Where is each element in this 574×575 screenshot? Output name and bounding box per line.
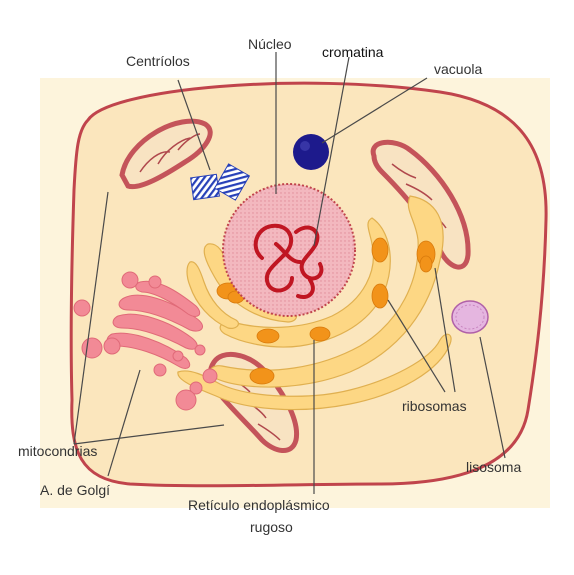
label-cromatina: cromatina <box>322 44 384 60</box>
label-mitocondrias: mitocondrias <box>18 443 97 459</box>
label-nucleo: Núcleo <box>248 36 292 52</box>
vacuole <box>293 134 329 170</box>
label-lisosoma: lisosoma <box>466 459 521 475</box>
label-reticulo-line2: rugoso <box>250 519 293 535</box>
label-ribosomas: ribosomas <box>402 398 467 414</box>
label-golgi: A. de Golgí <box>40 482 110 498</box>
label-vacuola: vacuola <box>434 61 482 77</box>
label-centriolos: Centríolos <box>126 53 190 69</box>
label-reticulo-line1: Retículo endoplásmico <box>188 497 330 513</box>
lysosome <box>452 301 488 333</box>
